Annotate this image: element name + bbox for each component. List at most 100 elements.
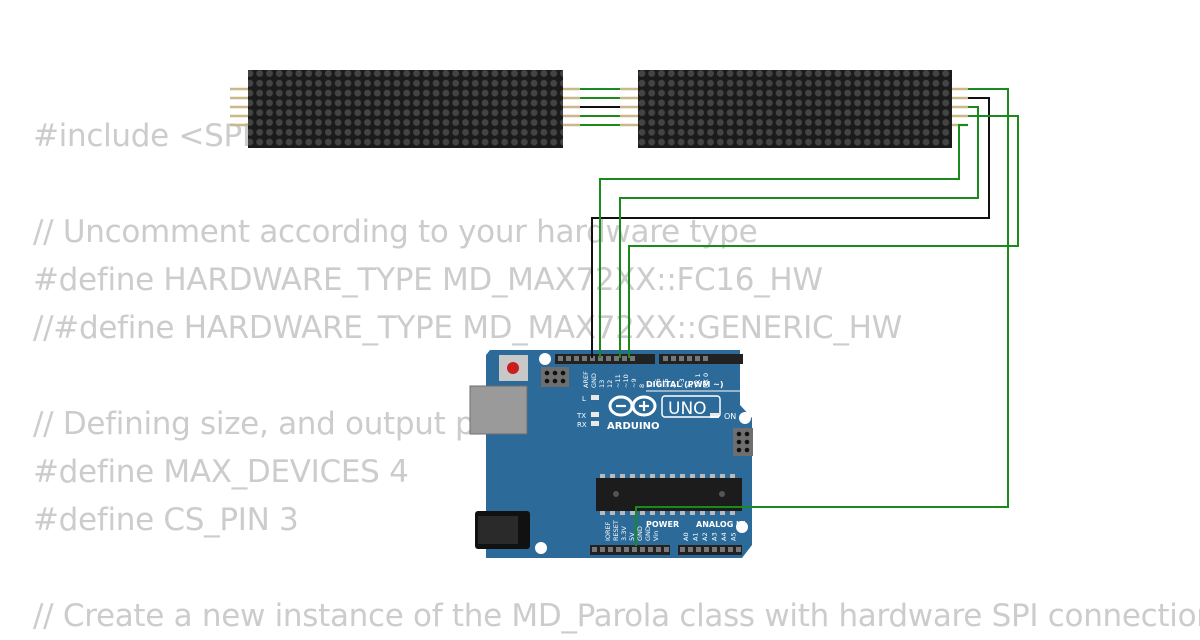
digital-pin-label: ~11: [614, 374, 622, 388]
chip-pin: [610, 511, 615, 515]
power-pin-label: 5V: [628, 532, 636, 541]
chip-pin: [660, 511, 665, 515]
digital-pin-label: AREF: [582, 371, 590, 388]
header-hole[interactable]: [687, 356, 692, 361]
chip-pin: [730, 474, 735, 478]
code-line: #define MAX_DEVICES 4: [33, 454, 409, 490]
header-hole[interactable]: [624, 547, 629, 552]
header-hole[interactable]: [630, 356, 635, 361]
usb-port: [469, 385, 528, 435]
header-hole[interactable]: [728, 547, 733, 552]
header-hole[interactable]: [632, 547, 637, 552]
header-hole[interactable]: [703, 356, 708, 361]
microcontroller-chip: [596, 474, 742, 515]
matrix-right-input-pins: [620, 87, 638, 127]
code-line: // Uncomment according to your hardware …: [33, 214, 758, 250]
header-hole[interactable]: [696, 547, 701, 552]
power-pin-label: RESET: [612, 520, 620, 541]
digital-pin-label: 7: [646, 384, 654, 388]
analog-pin-label: A4: [720, 532, 728, 541]
digital-pin-label: 4: [670, 384, 678, 388]
matrix-left-output-pins: [563, 87, 580, 127]
header-hole[interactable]: [606, 356, 611, 361]
chip-pin: [720, 511, 725, 515]
header-hole[interactable]: [720, 547, 725, 552]
digital-header[interactable]: [555, 354, 743, 364]
chip-pin: [620, 474, 625, 478]
header-hole[interactable]: [574, 356, 579, 361]
power-pin-label: IOREF: [604, 521, 612, 541]
chip-pin: [680, 511, 685, 515]
header-hole[interactable]: [688, 547, 693, 552]
led-matrix-left[interactable]: [230, 70, 580, 148]
header-hole[interactable]: [614, 356, 619, 361]
header-hole[interactable]: [598, 356, 603, 361]
analog-pin-label: A2: [701, 532, 709, 541]
code-line: //#define HARDWARE_TYPE MD_MAX72XX::GENE…: [33, 310, 902, 346]
header-hole[interactable]: [695, 356, 700, 361]
header-hole[interactable]: [592, 547, 597, 552]
header-hole[interactable]: [608, 547, 613, 552]
chip-pin: [630, 474, 635, 478]
header-hole[interactable]: [704, 547, 709, 552]
chip-pin: [600, 474, 605, 478]
digital-pin-label: RX 0: [702, 373, 710, 388]
wires[interactable]: [591, 88, 1019, 546]
digital-pin-label: ~10: [622, 374, 630, 388]
digital-pin-label: ~9: [630, 378, 638, 388]
digital-pin-label: TX 1: [694, 373, 702, 389]
header-hole[interactable]: [622, 356, 627, 361]
led-matrix-right[interactable]: [620, 70, 968, 148]
chip-pin: [640, 511, 645, 515]
power-pin-label: 3.3V: [620, 526, 628, 541]
digital-pin-label: ~5: [662, 378, 670, 388]
digital-pin-label: 8: [638, 384, 646, 388]
chip-pin: [680, 474, 685, 478]
header-hole[interactable]: [663, 356, 668, 361]
analog-pin-label: A0: [682, 532, 690, 541]
digital-pin-label: 13: [598, 380, 606, 388]
header-hole[interactable]: [566, 356, 571, 361]
board-model-label: UNO: [668, 399, 707, 419]
chain-wires[interactable]: [580, 88, 620, 126]
code-line: // Create a new instance of the MD_Parol…: [33, 598, 1200, 634]
header-hole[interactable]: [558, 356, 563, 361]
header-hole[interactable]: [616, 547, 621, 552]
rx-led: [591, 421, 599, 426]
chip-pin: [730, 511, 735, 515]
chip-pin: [690, 511, 695, 515]
chip-pin: [710, 511, 715, 515]
tx-led: [591, 412, 599, 417]
matrix-right-pins: [952, 87, 968, 127]
header-hole[interactable]: [680, 547, 685, 552]
header-hole[interactable]: [656, 547, 661, 552]
header-hole[interactable]: [648, 547, 653, 552]
header-hole[interactable]: [664, 547, 669, 552]
header-hole[interactable]: [600, 547, 605, 552]
header-hole[interactable]: [582, 356, 587, 361]
wire-cs: [628, 115, 1019, 358]
chip-pin: [660, 474, 665, 478]
analog-header[interactable]: [678, 545, 742, 555]
power-header[interactable]: [590, 545, 670, 555]
power-pin-label: GND: [636, 526, 644, 541]
header-hole[interactable]: [679, 356, 684, 361]
analog-pin-label: A5: [730, 532, 738, 541]
digital-pin-label: ~6: [654, 378, 662, 388]
board-brand-label: ARDUINO: [607, 421, 659, 432]
wire-vcc: [635, 88, 1009, 546]
reset-button[interactable]: [499, 355, 528, 381]
header-hole[interactable]: [640, 547, 645, 552]
on-led-label: ON: [724, 412, 736, 421]
header-hole[interactable]: [671, 356, 676, 361]
header-hole[interactable]: [736, 547, 741, 552]
header-hole[interactable]: [590, 356, 595, 361]
chip-pin: [720, 474, 725, 478]
digital-header-label: DIGITAL (PWM ~): [646, 380, 724, 389]
l-led-label: L: [582, 395, 586, 403]
chip-pin: [620, 511, 625, 515]
header-hole[interactable]: [712, 547, 717, 552]
